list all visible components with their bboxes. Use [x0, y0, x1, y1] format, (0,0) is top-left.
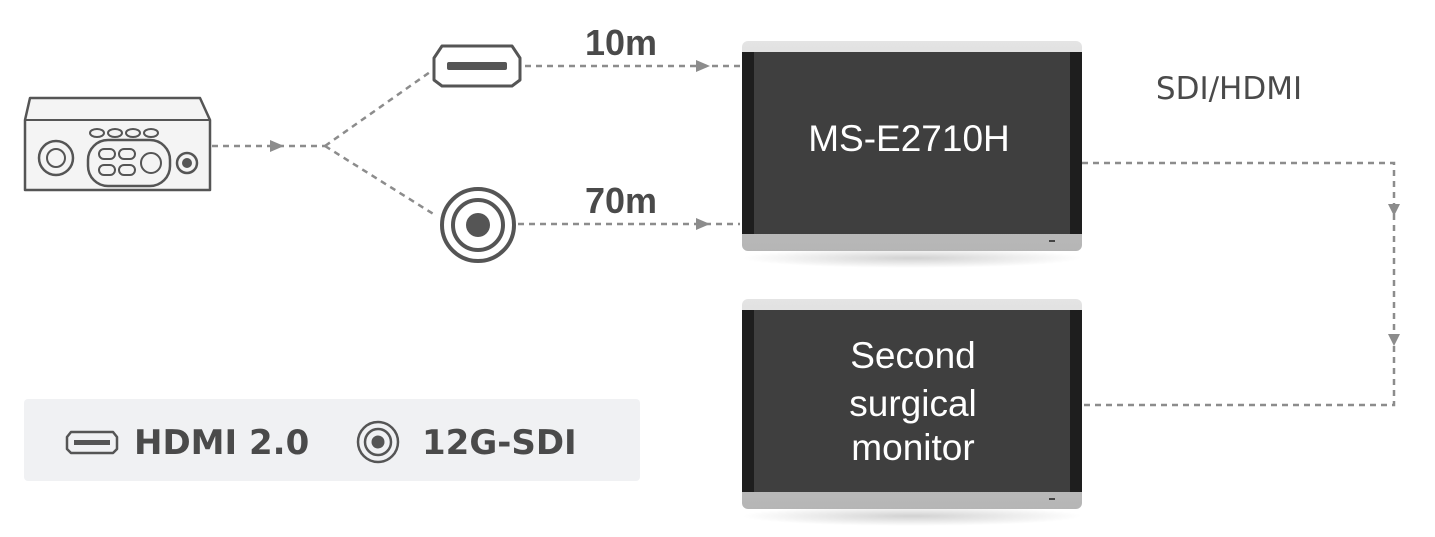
sdi-coax-icon — [356, 420, 400, 464]
second-monitor-label-line-3: monitor — [851, 427, 974, 468]
output-loop-wire — [1082, 161, 1400, 407]
legend-sdi-label: 12G-SDI — [422, 423, 577, 463]
sdi-to-monitor-wire — [518, 218, 740, 230]
sdi-distance-label: 70m — [585, 180, 657, 221]
source-wire — [212, 140, 325, 152]
second-monitor-label-line-1: Second — [850, 335, 976, 376]
hdmi-branch-wire — [324, 70, 431, 148]
hdmi-distance-label: 10m — [585, 22, 657, 63]
primary-monitor: MS-E2710H — [742, 41, 1082, 268]
second-monitor: Second surgical monitor — [742, 299, 1082, 526]
hdmi-icon — [65, 430, 119, 455]
output-interface-label: SDI/HDMI — [1156, 71, 1302, 107]
primary-monitor-label: MS-E2710H — [808, 118, 1010, 159]
sdi-branch-wire — [324, 144, 436, 217]
legend: HDMI 2.0 12G-SDI — [24, 399, 640, 481]
hdmi-connector-icon — [432, 44, 522, 88]
hdmi-to-monitor-wire — [525, 60, 740, 72]
legend-hdmi-label: HDMI 2.0 — [134, 423, 309, 463]
sdi-connector-icon — [440, 187, 516, 263]
camera-control-unit-icon — [23, 96, 212, 192]
second-monitor-label-line-2: surgical — [849, 383, 977, 424]
